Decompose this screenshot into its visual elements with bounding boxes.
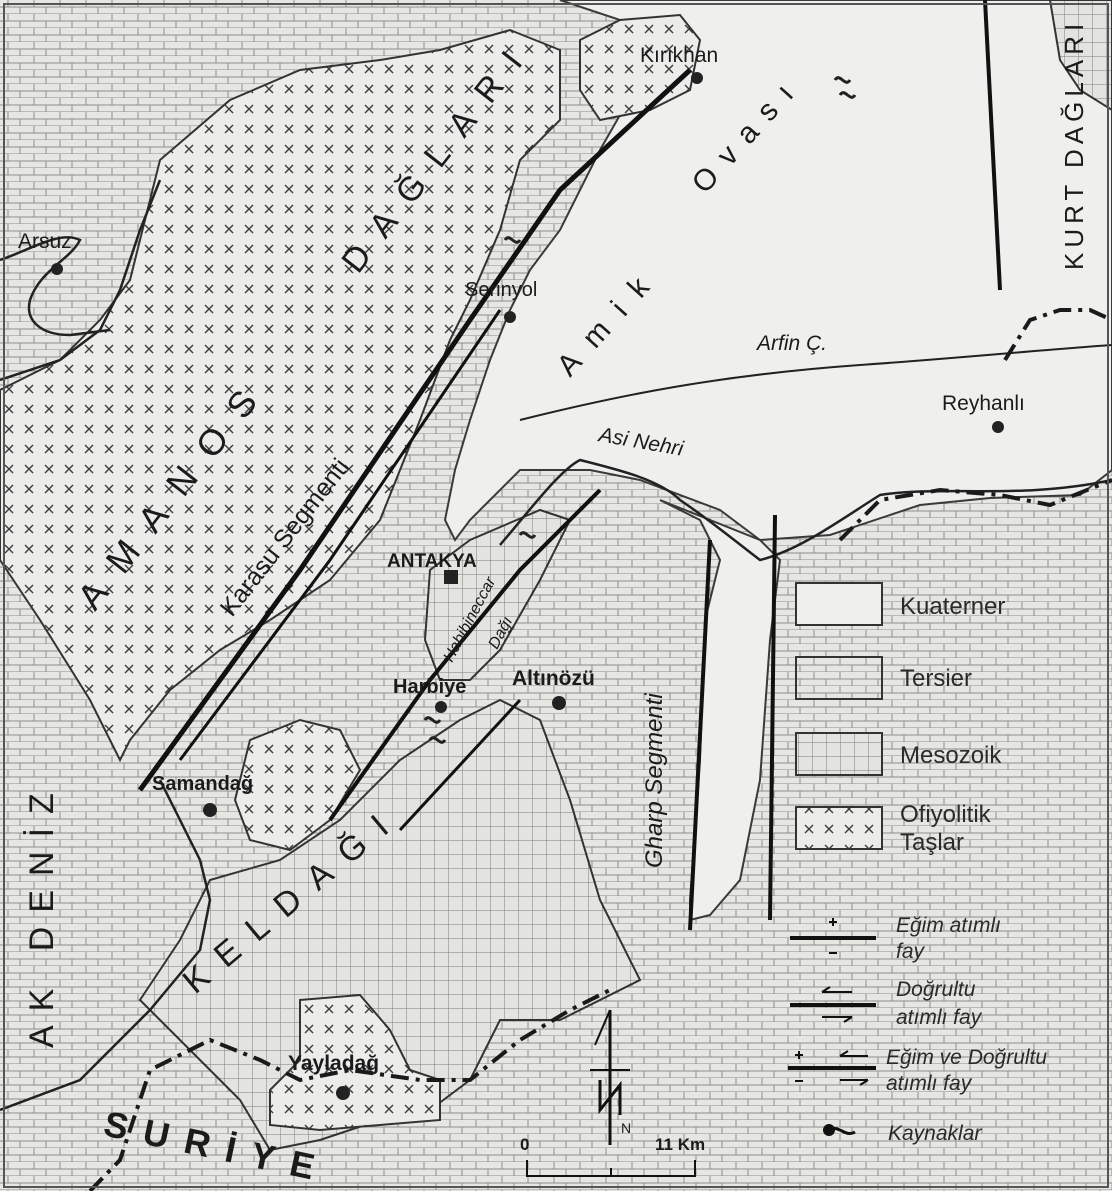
ofiyolitik-yayladag [269,993,441,1132]
syria-border [88,308,1112,1191]
legend-egim-dogrultu-1: Eğim ve Doğrultu [886,1046,1047,1069]
legend-egim-1: Eğim atımlı [896,914,1001,937]
legend-dogrultu-1: Doğrultu [896,978,976,1001]
legend-kuaterner-swatch [795,582,883,626]
kirikhan-dot[interactable] [691,72,703,84]
arsuz-dot[interactable] [51,263,63,275]
label-samandag: Samandağ [152,773,253,795]
town-markers [51,72,1004,1100]
antakya-marker[interactable] [444,570,458,584]
altinozu-fault [398,698,522,832]
legend-mesozoik: Mesozoik [900,742,1002,769]
samandag-dot[interactable] [203,803,217,817]
gharp-fault-2 [768,514,777,921]
kuaterner-asi-valley [659,499,782,922]
altinozu-dot[interactable] [552,696,566,710]
label-arfin: Arfin Ç. [755,332,827,355]
antakya-fault [328,488,602,822]
scale-zero: 0 [520,1135,529,1154]
label-serinyol: Serinyol [465,279,537,301]
harbiye-dot[interactable] [435,701,447,713]
yayladag-dot[interactable] [336,1086,350,1100]
legend-dogrultu-2: atımlı fay [896,1006,983,1029]
ofiyolitik-kirikhan [579,13,702,122]
ofiyolitik-amanos [0,28,561,763]
legend-kuaterner: Kuaterner [900,593,1005,620]
north-label: N [621,1120,631,1136]
mesozoik-kurt [1048,0,1112,112]
label-yayladag: Yayladağ [288,1052,379,1075]
spring-symbols [423,76,857,744]
label-ak-deniz: AK DENİZ [23,779,61,1048]
label-kirikhan: Kırıkhan [640,44,718,67]
karasu-fault-2 [178,309,502,761]
legend-ofiyolitik-swatch [795,806,883,850]
mesozoik-keldagi [138,698,642,1152]
map-frame [3,3,1109,1188]
scale-distance: 11 Km [655,1135,705,1154]
gharp-fault-1 [688,539,712,931]
arfin-river [519,344,1112,421]
legend-egim-symbol [790,918,876,954]
legend-ofiyolitik-1: Ofiyolitik [900,801,992,828]
legend-tersier-swatch [795,656,883,700]
label-harbiye: Harbiye [393,676,466,698]
legend-egim-dogrultu-2: atımlı fay [886,1072,973,1095]
kurt-fault [983,0,1002,291]
label-reyhanli: Reyhanlı [942,392,1025,415]
reyhanli-dot[interactable] [992,421,1004,433]
karasu-fault [137,68,692,792]
legend-tersier: Tersier [900,665,972,692]
legend-egim-2: fay [896,940,926,963]
label-arsuz: Arsuz [18,230,72,253]
legend: Kuaterner Tersier Mesozoik Ofiyolitik Ta… [788,582,1047,1145]
legend-kaynaklar-symbol [823,1124,856,1136]
legend-ofiyolitik-2: Taşlar [900,829,964,856]
coastline [0,179,212,1112]
legend-dogrultu-symbol [790,986,876,1023]
faults [137,0,1002,931]
kuaterner-amik-plain [443,0,1112,542]
serinyol-dot[interactable] [504,311,516,323]
scale-bar [526,1160,696,1177]
label-kurt-daglari: KURT DAĞLARI [1059,19,1089,270]
legend-mesozoik-swatch [795,732,883,776]
legend-egim-dogrultu-symbol [788,1050,876,1086]
label-gharp-segmenti: Gharp Segmenti [641,693,668,868]
legend-kaynaklar: Kaynaklar [888,1122,982,1145]
label-antakya: ANTAKYA [387,551,477,572]
north-arrow [590,1009,630,1145]
label-altinozu: Altınözü [512,667,595,690]
